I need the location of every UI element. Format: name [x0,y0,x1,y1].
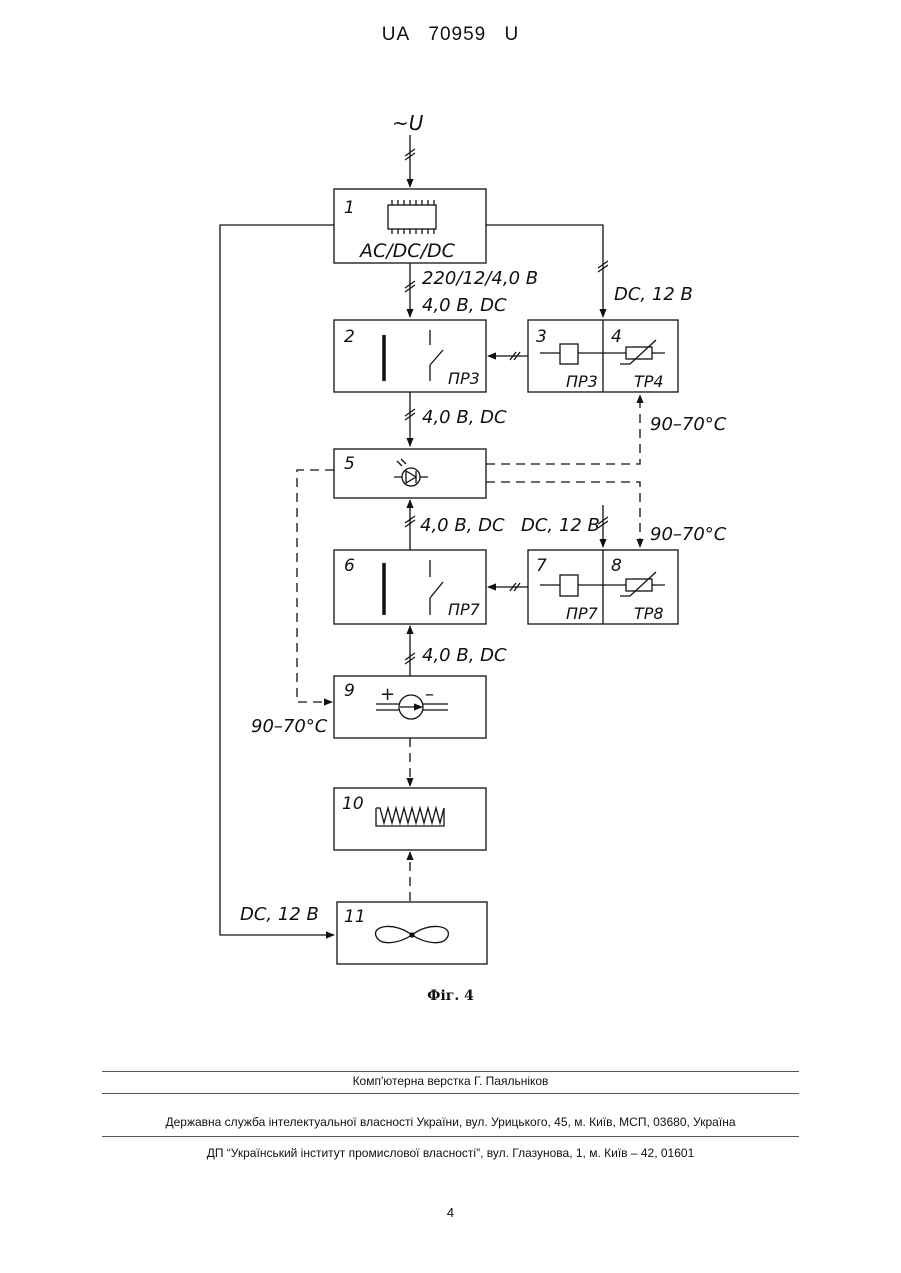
block-7-number: 7 [536,556,547,576]
chip-icon [388,200,436,234]
block-10-number: 10 [342,794,364,814]
block-3-number: 3 [536,327,547,347]
footer-institute: ДП “Український інститут промислової вла… [0,1146,901,1160]
fan-icon [376,926,449,942]
block-2-number: 2 [344,327,355,347]
label-dc12-mid: DC, 12 В [521,515,600,536]
label-temp-8: 90–70°C [650,524,727,545]
thermistor-icon-8 [620,572,656,596]
label-dc12-fan: DC, 12 В [240,904,319,925]
block-6-number: 6 [344,556,355,576]
block-4-number: 4 [611,327,622,347]
block-9-number: 9 [344,681,355,701]
block-1-number: 1 [344,198,355,218]
label-2-5: 4,0 В, DC [422,407,507,428]
label-1-2-output: 4,0 В, DC [422,295,507,316]
block-11-number: 11 [344,907,366,927]
label-dc12-top: DC, 12 В [614,284,693,305]
label-1-2-voltages: 220/12/4,0 В [422,268,538,289]
block-5-number: 5 [344,454,355,474]
page-number: 4 [0,1205,901,1220]
footer-typesetter: Комп'ютерна верстка Г. Паяльніков [0,1074,901,1088]
label-6-5: 4,0 В, DC [420,515,505,536]
block-2-label: ПР3 [448,369,480,388]
thermistor-icon [620,340,656,364]
switch-contact-icon-6 [430,560,443,615]
radiator-icon [376,808,444,826]
label-temp-9: 90–70°C [251,716,328,737]
label-6-9: 4,0 В, DC [422,645,507,666]
block-diagram: ~U 1 AC/DC/DC DC, 12 В 220/12/4,0 В 4,0 … [0,0,901,1000]
minus-sign: – [425,684,434,705]
switch-contact-icon [430,330,443,381]
figure-caption: Фіг. 4 [0,988,901,1004]
block-8-label: ТР8 [634,604,664,623]
footer-rule-1 [102,1071,799,1072]
block-7-label: ПР7 [566,604,599,623]
input-label: ~U [392,111,424,135]
block-1-label: AC/DC/DC [358,240,456,262]
block-3-label: ПР3 [566,372,598,391]
block-4-label: ТР4 [634,372,664,391]
footer-agency: Державна служба інтелектуальної власност… [0,1115,901,1129]
led-icon [394,459,428,486]
footer-rule-3 [102,1136,799,1137]
relay-coil-icon-7 [560,575,578,596]
block-6-label: ПР7 [448,600,481,619]
label-temp-4: 90–70°C [650,414,727,435]
block-8-number: 8 [611,556,622,576]
relay-coil-icon [560,344,578,364]
plus-sign: + [380,684,395,705]
footer-rule-2 [102,1093,799,1094]
